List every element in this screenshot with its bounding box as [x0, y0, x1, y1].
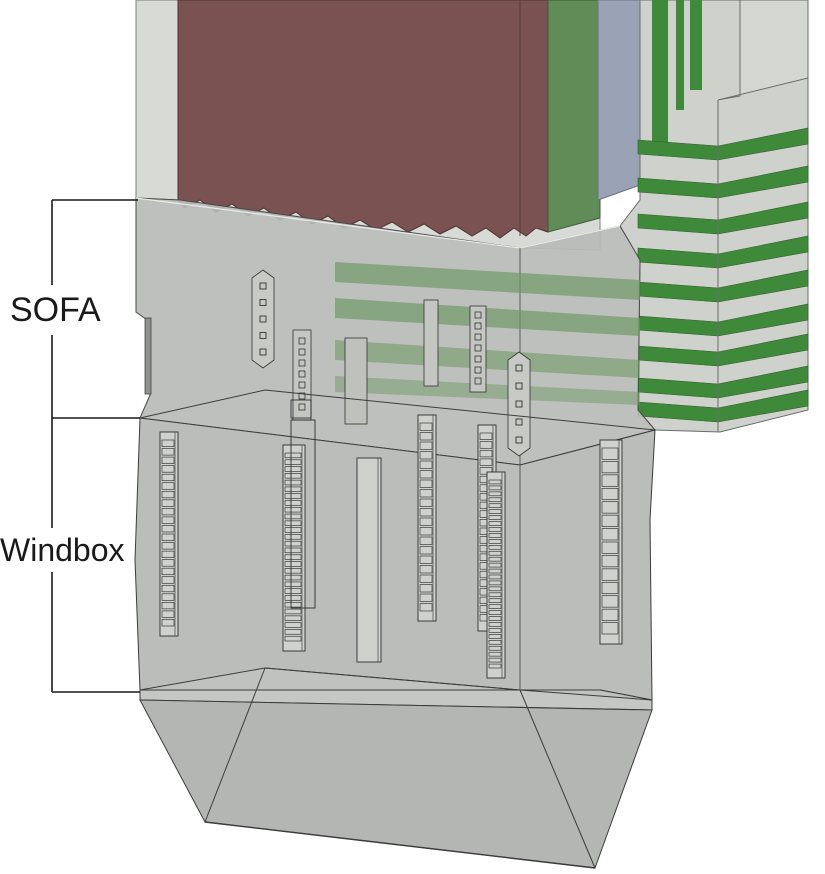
sofa-ports: [251, 269, 531, 457]
burner-column: [599, 439, 623, 645]
furnace-hopper: [139, 667, 653, 869]
burner-column: [356, 457, 382, 663]
furnace-wall-panel-blue: [597, 0, 641, 201]
burner-outline: [290, 419, 316, 609]
sofa-slot: [469, 305, 487, 393]
side-tube-bundle: [619, 0, 809, 433]
windbox-burner-columns: [159, 414, 623, 679]
sofa-slot: [423, 299, 439, 387]
burner-column: [159, 431, 179, 637]
furnace-wall-panel-red: [177, 0, 549, 239]
sofa-section-shell: [135, 197, 656, 466]
windbox-bracket: [51, 417, 140, 693]
windbox-label: Windbox: [0, 532, 125, 568]
sofa-port-column: [251, 269, 275, 369]
sofa-port-column: [507, 351, 531, 457]
burner-column: [417, 414, 437, 622]
sofa-slot: [292, 329, 312, 421]
sofa-label: SOFA: [10, 291, 101, 329]
furnace-wall-panel-green: [547, 0, 601, 233]
burner-column: [282, 444, 306, 652]
sofa-slot: [344, 337, 368, 425]
sofa-bracket: [51, 199, 138, 418]
burner-column: [486, 471, 506, 679]
